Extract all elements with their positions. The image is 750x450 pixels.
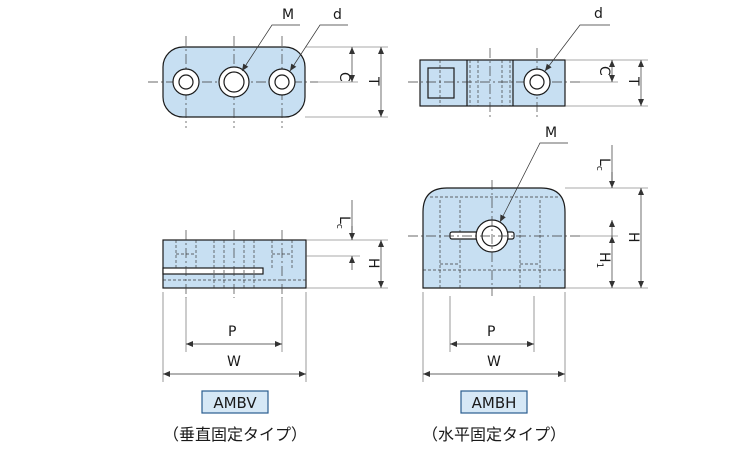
ambh-right-hole xyxy=(523,68,551,96)
ambh-dim-c: C xyxy=(596,66,612,76)
ambh-label-d: d xyxy=(594,6,603,22)
ambv-dim-t: T xyxy=(365,76,381,86)
ambh-dim-lc: Lc xyxy=(594,158,612,171)
ambv-label-m: M xyxy=(282,7,294,23)
ambv-front-view: Lc H P W xyxy=(162,200,388,382)
ambv-left-hole xyxy=(172,68,200,96)
ambv-right-hole xyxy=(268,68,296,96)
ambh-model-name: AMBH xyxy=(472,394,517,412)
ambv-dim-c: C xyxy=(336,72,352,82)
ambv-dim-w: W xyxy=(227,354,241,370)
ambv-dim-lc: Lc xyxy=(334,216,352,229)
ambh-dim-t: T xyxy=(625,76,641,86)
ambv-dim-h: H xyxy=(365,258,381,269)
ambv-front-body xyxy=(162,239,307,289)
ambh-dim-h: H xyxy=(625,232,641,243)
ambv-top-view: M d C T xyxy=(148,7,388,128)
ambh-badge: AMBH xyxy=(460,390,528,414)
ambh-front-view: M Lc H1 H P W xyxy=(408,125,648,382)
ambh-dim-w: W xyxy=(487,354,501,370)
ambv-model-name: AMBV xyxy=(213,394,257,412)
ambv-center-bore xyxy=(218,66,250,98)
ambh-dim-h1: H1 xyxy=(594,252,612,268)
ambh-dim-p: P xyxy=(487,324,495,340)
ambv-badge: AMBV xyxy=(201,390,269,414)
ambh-label-m: M xyxy=(545,125,557,141)
ambv-label-d: d xyxy=(333,7,342,23)
ambh-top-view: d C T xyxy=(408,6,648,118)
ambv-dim-p: P xyxy=(228,324,236,340)
ambv-caption: （垂直固定タイプ） xyxy=(163,425,307,444)
ambh-caption: （水平固定タイプ） xyxy=(422,425,566,444)
